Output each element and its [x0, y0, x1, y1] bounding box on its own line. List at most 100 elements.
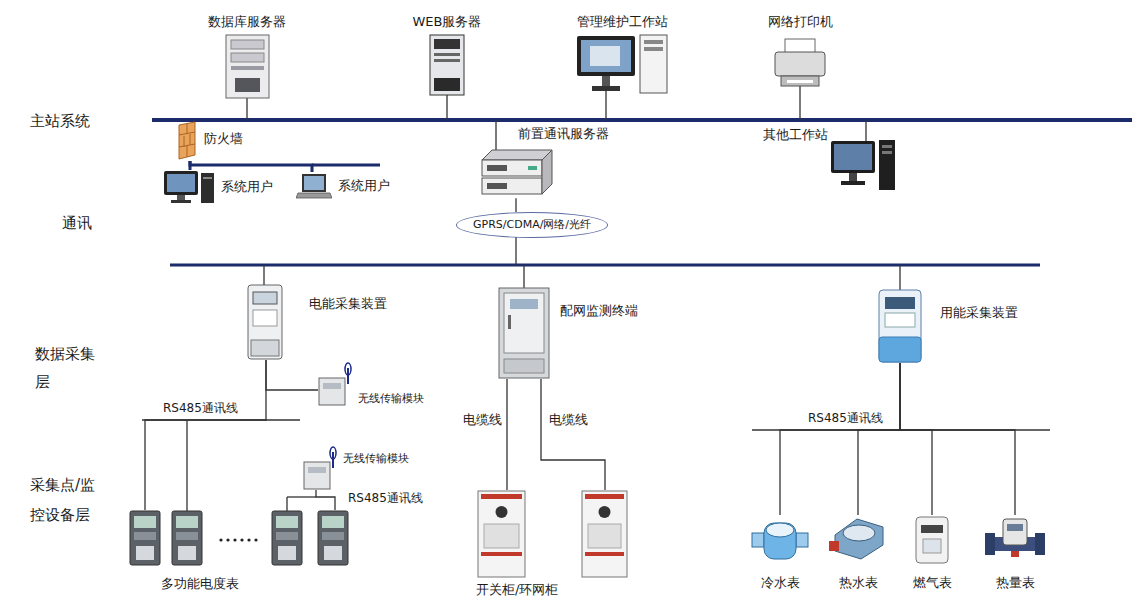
firewall-icon: [176, 121, 198, 161]
illustration: [303, 446, 339, 490]
illustration: [914, 515, 950, 565]
illustration: [750, 515, 810, 563]
node-label: 热量表: [996, 575, 1035, 591]
node-label: 开关柜/环网柜: [476, 582, 558, 598]
wireless-module: 无线传输模块: [318, 362, 424, 406]
comm-bus: [170, 264, 1040, 267]
server-icon: [429, 34, 465, 96]
connector-line: [780, 363, 900, 515]
shape-rect: [276, 516, 298, 528]
connector-line: [266, 360, 318, 390]
line-label: RS485通讯线: [808, 411, 883, 426]
stub-line: [899, 265, 900, 293]
dot: [226, 538, 229, 541]
node-label: 系统用户: [338, 178, 390, 194]
shape-rect: [322, 516, 344, 528]
shape-rect: [885, 297, 915, 309]
connector-line: [900, 363, 1015, 515]
illustration: [498, 287, 550, 379]
terminal-node: 配网监测终端: [498, 287, 638, 379]
label-group: 用能采集装置: [940, 289, 1018, 321]
node-label: 多功能电度表: [161, 576, 239, 592]
shape-rect: [203, 177, 212, 179]
shape-rect: [879, 140, 895, 190]
shape-rect: [592, 86, 620, 91]
label-group: 数据库服务器: [208, 14, 286, 30]
illustration: [163, 170, 215, 204]
node-label: WEB服务器: [413, 14, 482, 30]
rs485-drop: [186, 420, 187, 512]
shape-rect: [231, 53, 264, 62]
node-label: 无线传输模块: [358, 392, 424, 406]
collector-node: 电能采集装置: [247, 284, 387, 360]
shape-rect: [164, 171, 198, 195]
shape-rect: [130, 511, 160, 565]
shape-path: [296, 193, 332, 198]
meter-node: 燃气表: [913, 515, 952, 591]
meter-group: 多功能电度表: [125, 510, 350, 592]
stub-line: [605, 90, 606, 120]
user-node: 系统用户: [163, 170, 273, 204]
server-node: 数据库服务器: [208, 14, 286, 99]
shape-rect: [882, 145, 892, 148]
shape-rect: [134, 532, 156, 540]
shape-rect: [841, 181, 865, 185]
shape-rect: [478, 491, 525, 577]
connector-line: [858, 363, 900, 515]
shape-rect: [231, 66, 264, 70]
module-icon: [318, 362, 354, 406]
label-group: 开关柜/环网柜: [470, 582, 558, 598]
shape-rect: [235, 78, 260, 92]
shape-rect: [882, 151, 892, 154]
stub-lines: [142, 84, 1050, 512]
wireless-module: 无线传输模块: [303, 446, 409, 490]
shape-rect: [434, 39, 460, 49]
shape-rect: [482, 160, 542, 176]
label-group: 其他工作站: [763, 127, 828, 143]
layer-label: 主站系统: [30, 112, 90, 131]
shape-rect: [829, 541, 839, 551]
label-group: 管理维护工作站: [577, 14, 668, 30]
shape-rect: [167, 174, 195, 192]
shape-rect: [178, 546, 196, 560]
meter-node: 冷水表: [750, 515, 810, 591]
shape-rect: [201, 173, 214, 203]
shape-rect: [775, 52, 825, 76]
dot: [599, 506, 611, 518]
illustration: [125, 510, 350, 566]
shape-rect: [323, 383, 341, 389]
dot: [247, 538, 250, 541]
meter-node: 热水表: [827, 515, 889, 591]
meters-icon: [125, 510, 350, 566]
label-group: 防火墙: [204, 121, 243, 147]
shape-rect: [322, 532, 344, 540]
shape-rect: [226, 35, 269, 98]
shape-rect: [253, 310, 277, 326]
connector-line: [515, 198, 516, 212]
workstation-node: 管理维护工作站: [576, 14, 668, 94]
shape-rect: [171, 200, 191, 203]
gas-meter-icon: [914, 515, 950, 565]
shape-rect: [504, 293, 544, 353]
node-label: GPRS/CDMA/网络/光纤: [473, 218, 591, 232]
connector-line: [190, 161, 312, 172]
shape-rect: [581, 40, 631, 72]
connector-line: [900, 363, 932, 515]
shape-path: [347, 368, 349, 384]
shape-rect: [602, 76, 610, 86]
server-node: WEB服务器: [413, 14, 482, 96]
shape-rect: [644, 47, 663, 51]
shape-rect: [1003, 519, 1027, 545]
printer-node: 网络打印机: [768, 14, 833, 88]
connector-line: [316, 490, 335, 510]
node-label: 网络打印机: [768, 14, 833, 30]
node-label: 无线传输模块: [343, 452, 409, 466]
shape-rect: [577, 36, 635, 76]
shape-rect: [430, 35, 464, 95]
shape-rect: [304, 176, 324, 190]
shape-rect: [985, 533, 995, 555]
stub-line: [523, 265, 524, 291]
shape-rect: [785, 39, 815, 53]
illustration: [827, 515, 889, 563]
shape-rect: [585, 494, 624, 499]
